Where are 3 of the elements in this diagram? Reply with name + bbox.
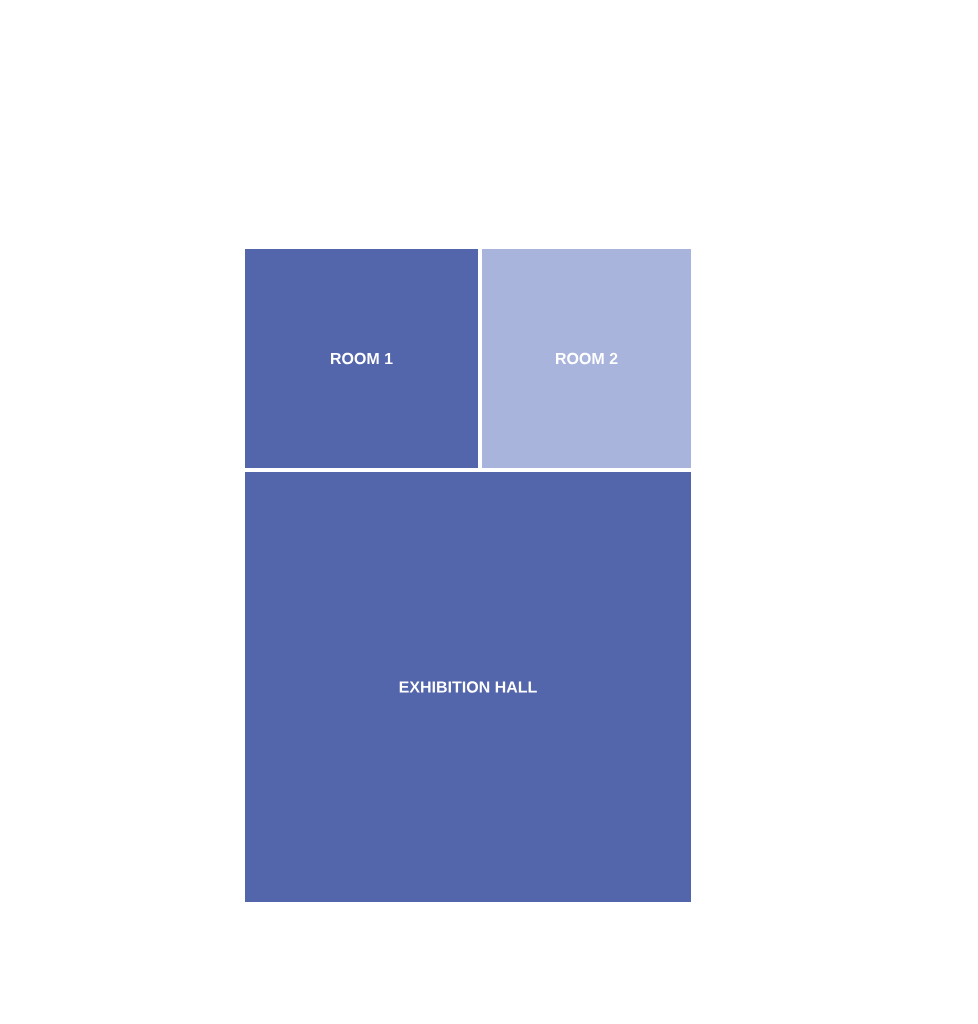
room: ROOM 1	[245, 249, 478, 468]
room: EXHIBITION HALL	[245, 472, 691, 902]
room: ROOM 2	[482, 249, 691, 468]
